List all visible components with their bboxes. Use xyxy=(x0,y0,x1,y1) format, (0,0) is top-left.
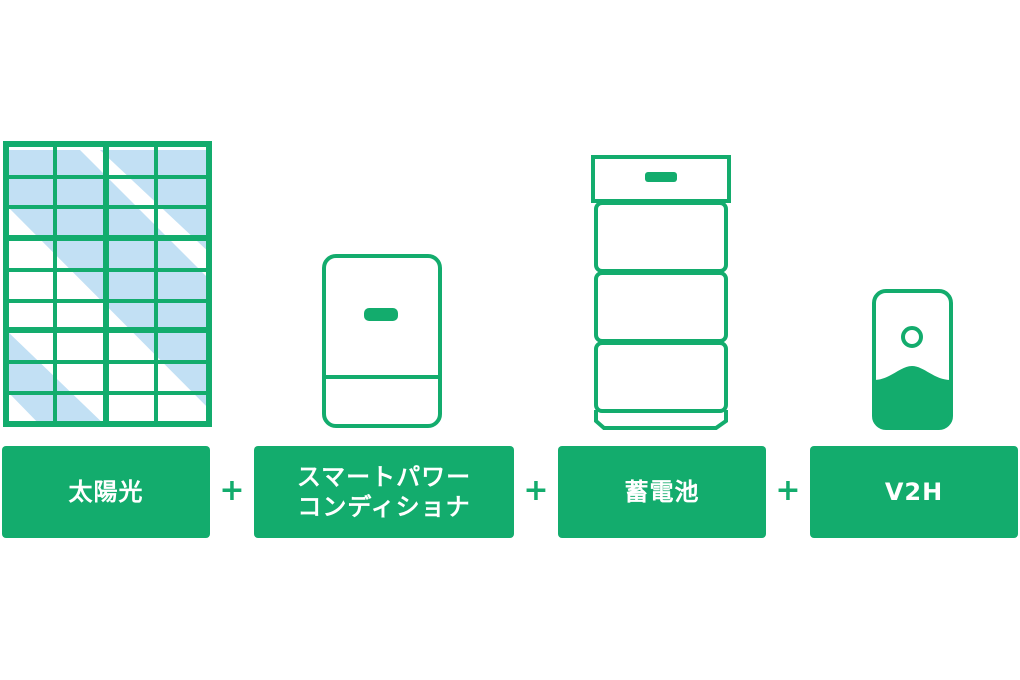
plus-operator-3: + xyxy=(775,472,801,508)
power-conditioner-icon xyxy=(322,254,442,428)
label-power-conditioner-line-1: スマートパワー xyxy=(296,463,472,491)
label-power-conditioner-line-2: コンディショナ xyxy=(297,493,471,521)
label-solar: 太陽光 xyxy=(2,446,210,538)
label-battery: 蓄電池 xyxy=(558,446,766,538)
label-v2h-line-1: V2H xyxy=(884,478,944,506)
label-v2h: V2H xyxy=(810,446,1018,538)
v2h-unit-icon xyxy=(872,289,953,430)
solar-panel-icon xyxy=(3,141,212,427)
label-power-conditioner: スマートパワー コンディショナ xyxy=(254,446,514,538)
storage-battery-icon xyxy=(591,155,731,430)
label-battery-line-1: 蓄電池 xyxy=(624,478,700,506)
plus-operator-2: + xyxy=(523,472,549,508)
label-solar-line-1: 太陽光 xyxy=(68,478,144,506)
plus-operator-1: + xyxy=(219,472,245,508)
